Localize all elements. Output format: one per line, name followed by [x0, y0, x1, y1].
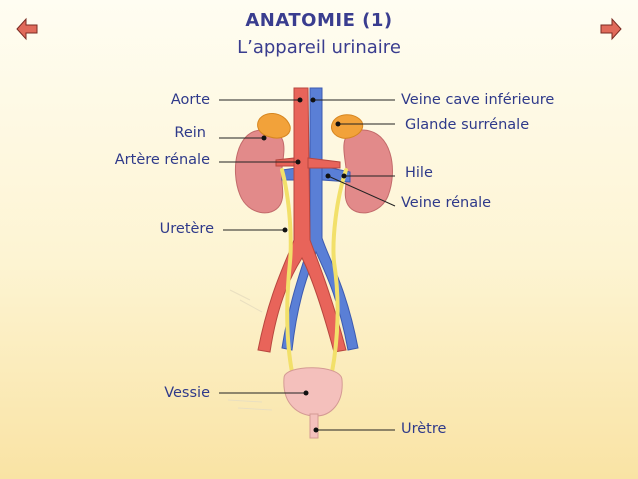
- left-kidney: [234, 129, 285, 214]
- right-arrow-icon: [600, 17, 622, 41]
- label-uretre: Urètre: [401, 421, 447, 437]
- label-rein: Rein: [174, 125, 206, 141]
- left-arrow-icon: [16, 17, 38, 41]
- label-veine-renale: Veine rénale: [401, 195, 492, 211]
- label-aorte: Aorte: [170, 92, 210, 108]
- right-kidney: [343, 129, 393, 214]
- page-title: ANATOMIE (1): [245, 10, 393, 31]
- left-ureter: [280, 168, 294, 374]
- bladder: [283, 367, 343, 439]
- forward-button[interactable]: [600, 16, 622, 42]
- right-adrenal-gland: [331, 114, 364, 139]
- back-button[interactable]: [16, 16, 38, 42]
- aorta: [257, 87, 347, 353]
- left-adrenal-gland: [257, 113, 291, 139]
- label-artere-renale: Artère rénale: [114, 152, 210, 168]
- label-glande-surrenale: Glande surrénale: [405, 117, 530, 133]
- label-uretere: Uretère: [159, 221, 214, 237]
- label-veine-cave: Veine cave inférieure: [401, 92, 555, 108]
- label-vessie: Vessie: [164, 385, 210, 401]
- leader-dots: [261, 97, 347, 433]
- urethra: [309, 413, 319, 439]
- page-subtitle: L’appareil urinaire: [237, 37, 401, 58]
- leader-lines: [219, 99, 396, 431]
- right-ureter: [330, 168, 348, 374]
- label-hile: Hile: [405, 165, 433, 181]
